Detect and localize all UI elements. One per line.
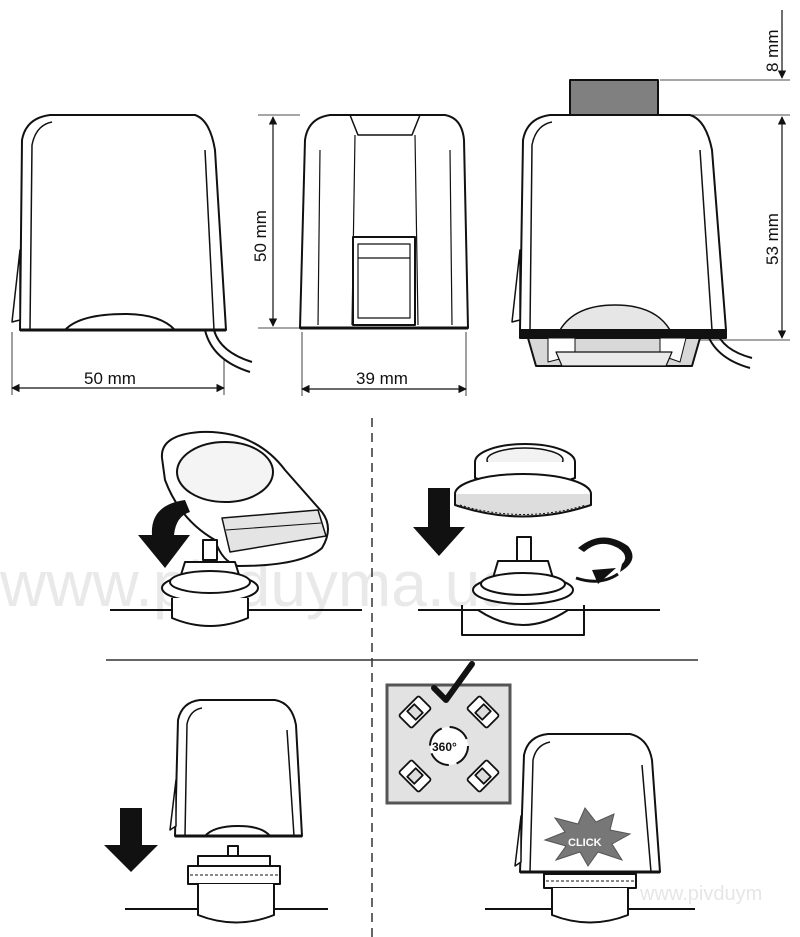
rotation-inset: 360° <box>385 683 512 805</box>
step1-remove-cap <box>110 430 362 627</box>
dim-width-side-label: 50 mm <box>84 369 136 388</box>
actuator-cutaway-view <box>511 79 753 369</box>
step2-fit-adapter <box>418 443 660 636</box>
dim-width-front-label: 39 mm <box>356 369 408 388</box>
dim-stroke-label: 8 mm <box>763 30 782 73</box>
down-arrow-icon <box>413 488 465 556</box>
check-icon <box>431 661 475 703</box>
click-burst-icon <box>543 807 632 867</box>
actuator-front-view <box>299 114 469 330</box>
dim-height-side-label: 50 mm <box>251 210 270 262</box>
click-label: CLICK <box>568 837 602 849</box>
watermark-corner: www.pivduym <box>639 883 762 905</box>
actuator-side-view <box>11 114 253 373</box>
curved-down-arrow-icon <box>138 500 190 568</box>
step3-lower-actuator <box>125 699 328 924</box>
dim-height-total-label: 53 mm <box>763 213 782 265</box>
rotate-arrow-icon <box>578 537 633 584</box>
down-arrow-icon-2 <box>104 808 158 872</box>
rotation-label: 360° <box>432 740 457 754</box>
